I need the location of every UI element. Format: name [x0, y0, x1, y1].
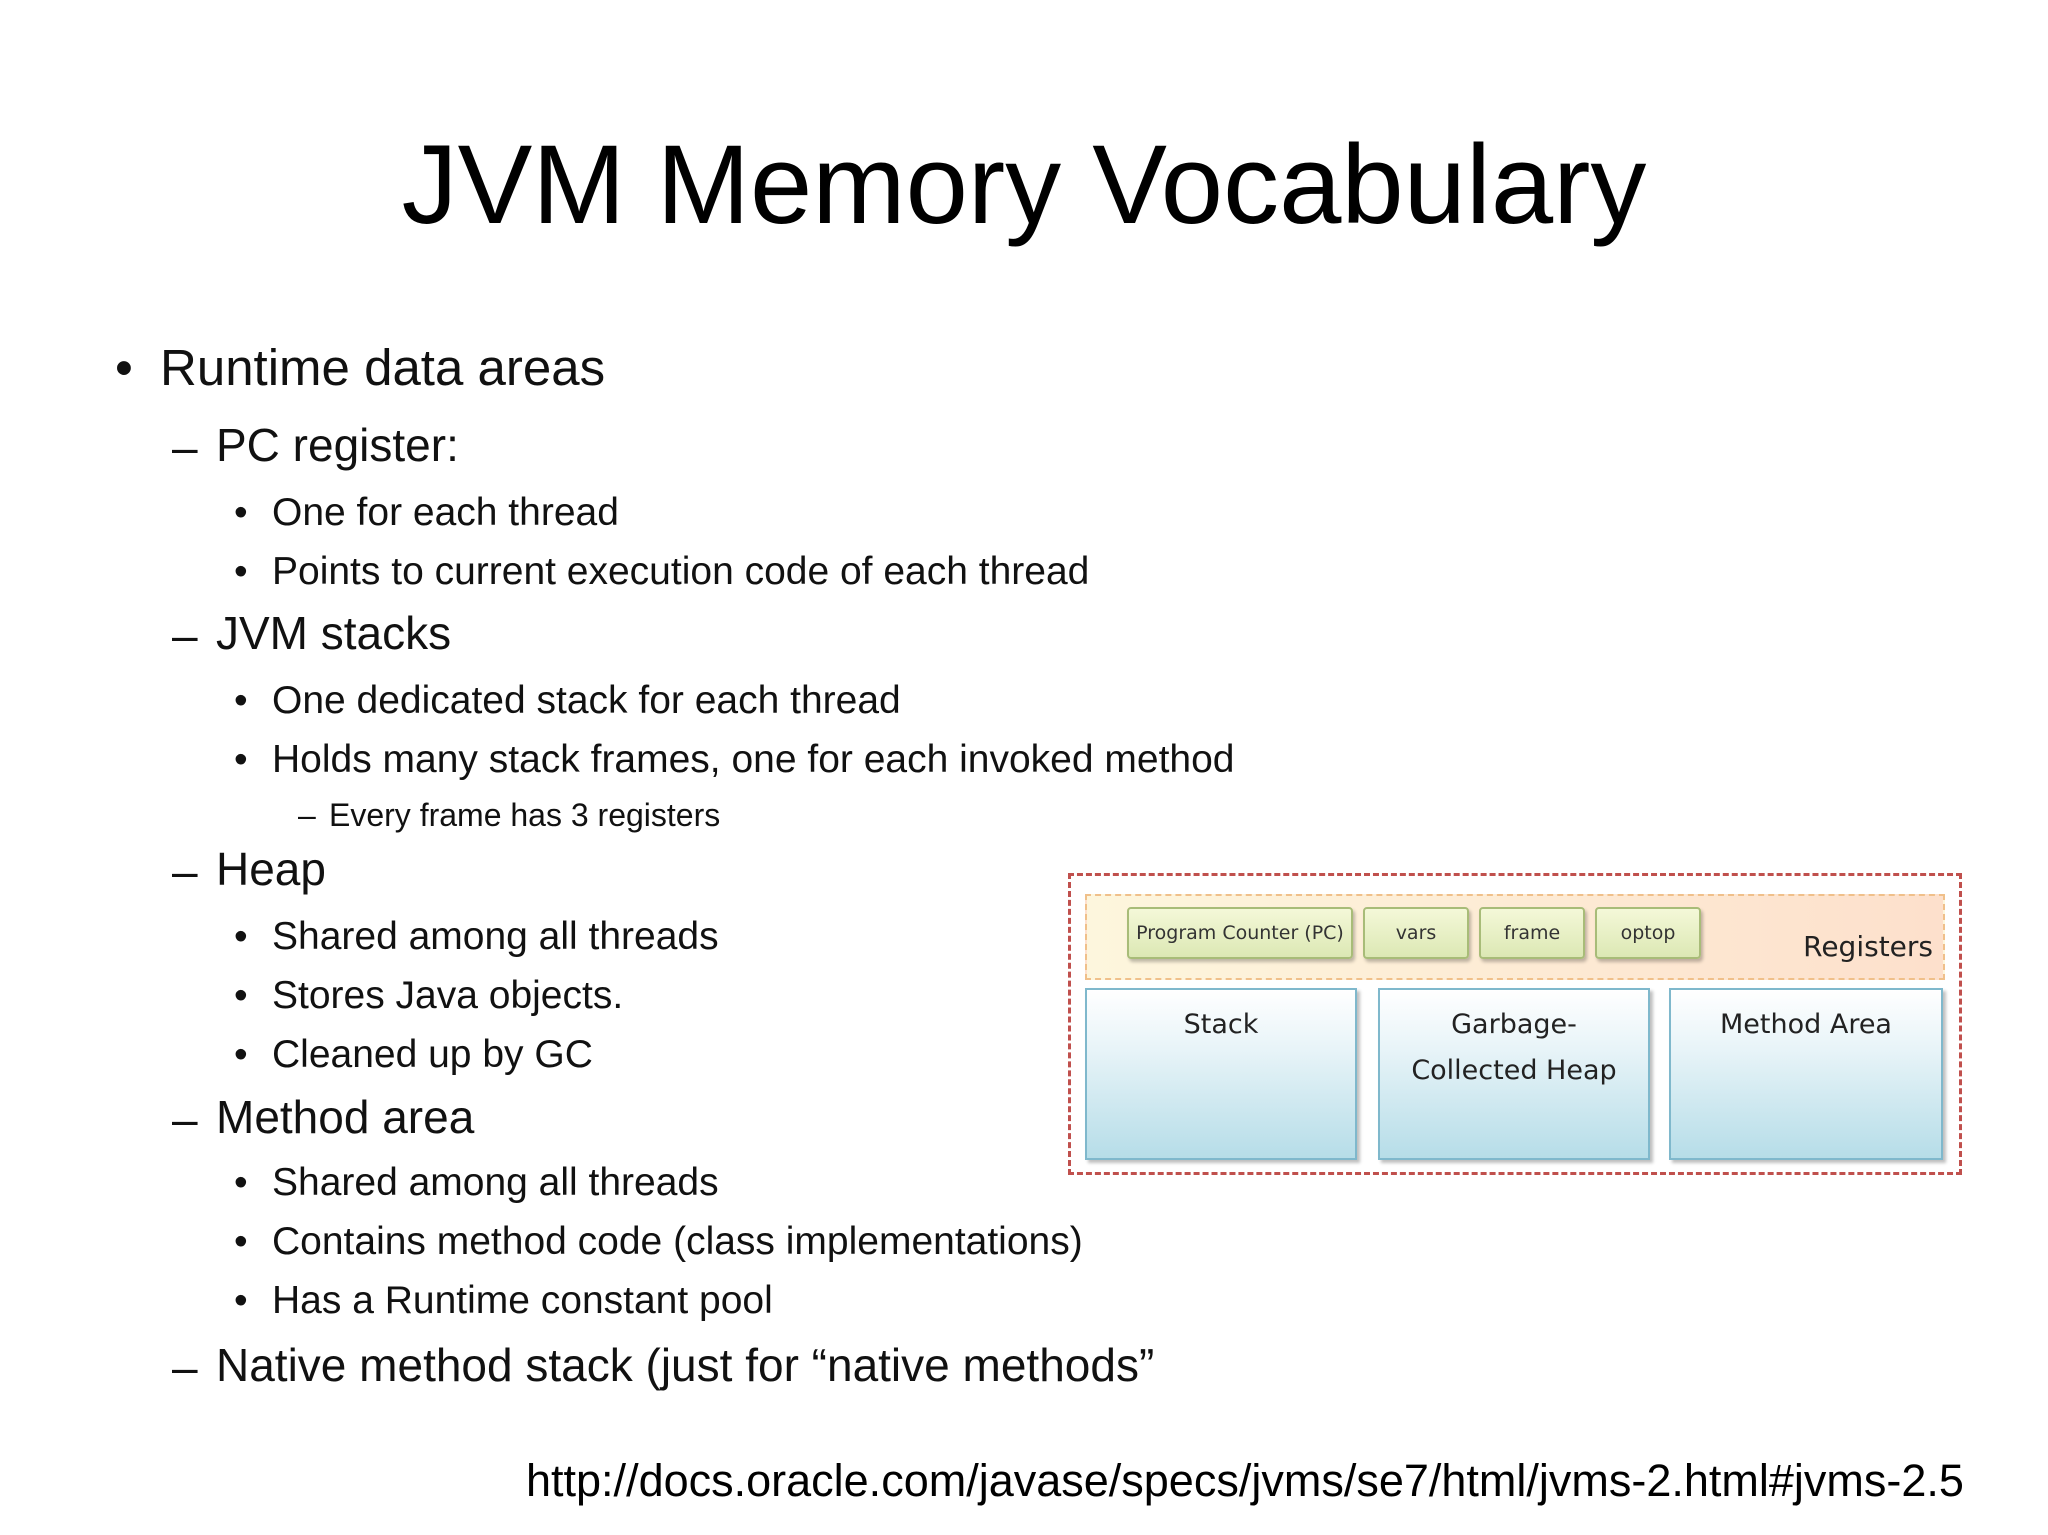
register-program-counter: Program Counter (PC) [1127, 907, 1353, 959]
bullet-marker: • [234, 491, 248, 534]
bullet-marker: • [234, 1279, 248, 1322]
slide-title: JVM Memory Vocabulary [401, 122, 1647, 247]
bullet-method-area: Method area [216, 1091, 475, 1143]
bullet-pc-points-to-code: Points to current execution code of each… [272, 550, 1090, 593]
bullet-heap-shared: Shared among all threads [272, 915, 719, 958]
area-heap-label-line1: Garbage- [1451, 1009, 1577, 1040]
bullet-marker: • [234, 915, 248, 958]
bullet-stacks-3-registers: Every frame has 3 registers [329, 797, 721, 833]
registers-label: Registers [1803, 930, 1933, 963]
area-stack-label: Stack [1183, 1009, 1259, 1040]
register-frame: frame [1479, 907, 1585, 959]
bullet-marker: • [115, 339, 133, 396]
bullet-heap: Heap [216, 843, 326, 895]
area-heap-label-line2: Collected Heap [1411, 1055, 1617, 1086]
dash-marker: – [172, 1341, 198, 1393]
bullet-marker: • [234, 550, 248, 593]
area-method: Method Area [1669, 988, 1943, 1160]
dash-marker: – [298, 797, 316, 833]
bullet-method-constant-pool: Has a Runtime constant pool [272, 1279, 773, 1322]
register-optop: optop [1595, 907, 1701, 959]
dash-marker: – [172, 845, 198, 897]
bullet-native-method-stack: Native method stack (just for “native me… [216, 1339, 1155, 1391]
bullet-marker: • [234, 1033, 248, 1076]
dash-marker: – [172, 421, 198, 473]
dash-marker: – [172, 1093, 198, 1145]
bullet-marker: • [234, 679, 248, 722]
bullet-stacks-frames: Holds many stack frames, one for each in… [272, 738, 1235, 781]
bullet-heap-stores-objects: Stores Java objects. [272, 974, 624, 1017]
bullet-marker: • [234, 738, 248, 781]
source-url: http://docs.oracle.com/javase/specs/jvms… [526, 1455, 1964, 1506]
dash-marker: – [172, 609, 198, 661]
bullet-method-code: Contains method code (class implementati… [272, 1220, 1083, 1263]
bullet-marker: • [234, 1161, 248, 1204]
jvm-memory-diagram: Program Counter (PC) vars frame optop Re… [1068, 873, 1962, 1175]
bullet-stacks-dedicated: One dedicated stack for each thread [272, 679, 901, 722]
bullet-heap-gc: Cleaned up by GC [272, 1033, 593, 1076]
registers-panel: Program Counter (PC) vars frame optop Re… [1085, 894, 1945, 980]
bullet-method-shared: Shared among all threads [272, 1161, 719, 1204]
area-heap: Garbage- Collected Heap [1378, 988, 1650, 1160]
register-vars: vars [1363, 907, 1469, 959]
area-method-label: Method Area [1720, 1009, 1892, 1040]
bullet-marker: • [234, 974, 248, 1017]
area-stack: Stack [1085, 988, 1357, 1160]
bullet-pc-register: PC register: [216, 419, 459, 471]
bullet-jvm-stacks: JVM stacks [216, 607, 452, 659]
bullet-pc-one-per-thread: One for each thread [272, 491, 619, 534]
bullet-runtime-data-areas: Runtime data areas [160, 339, 606, 396]
bullet-marker: • [234, 1220, 248, 1263]
